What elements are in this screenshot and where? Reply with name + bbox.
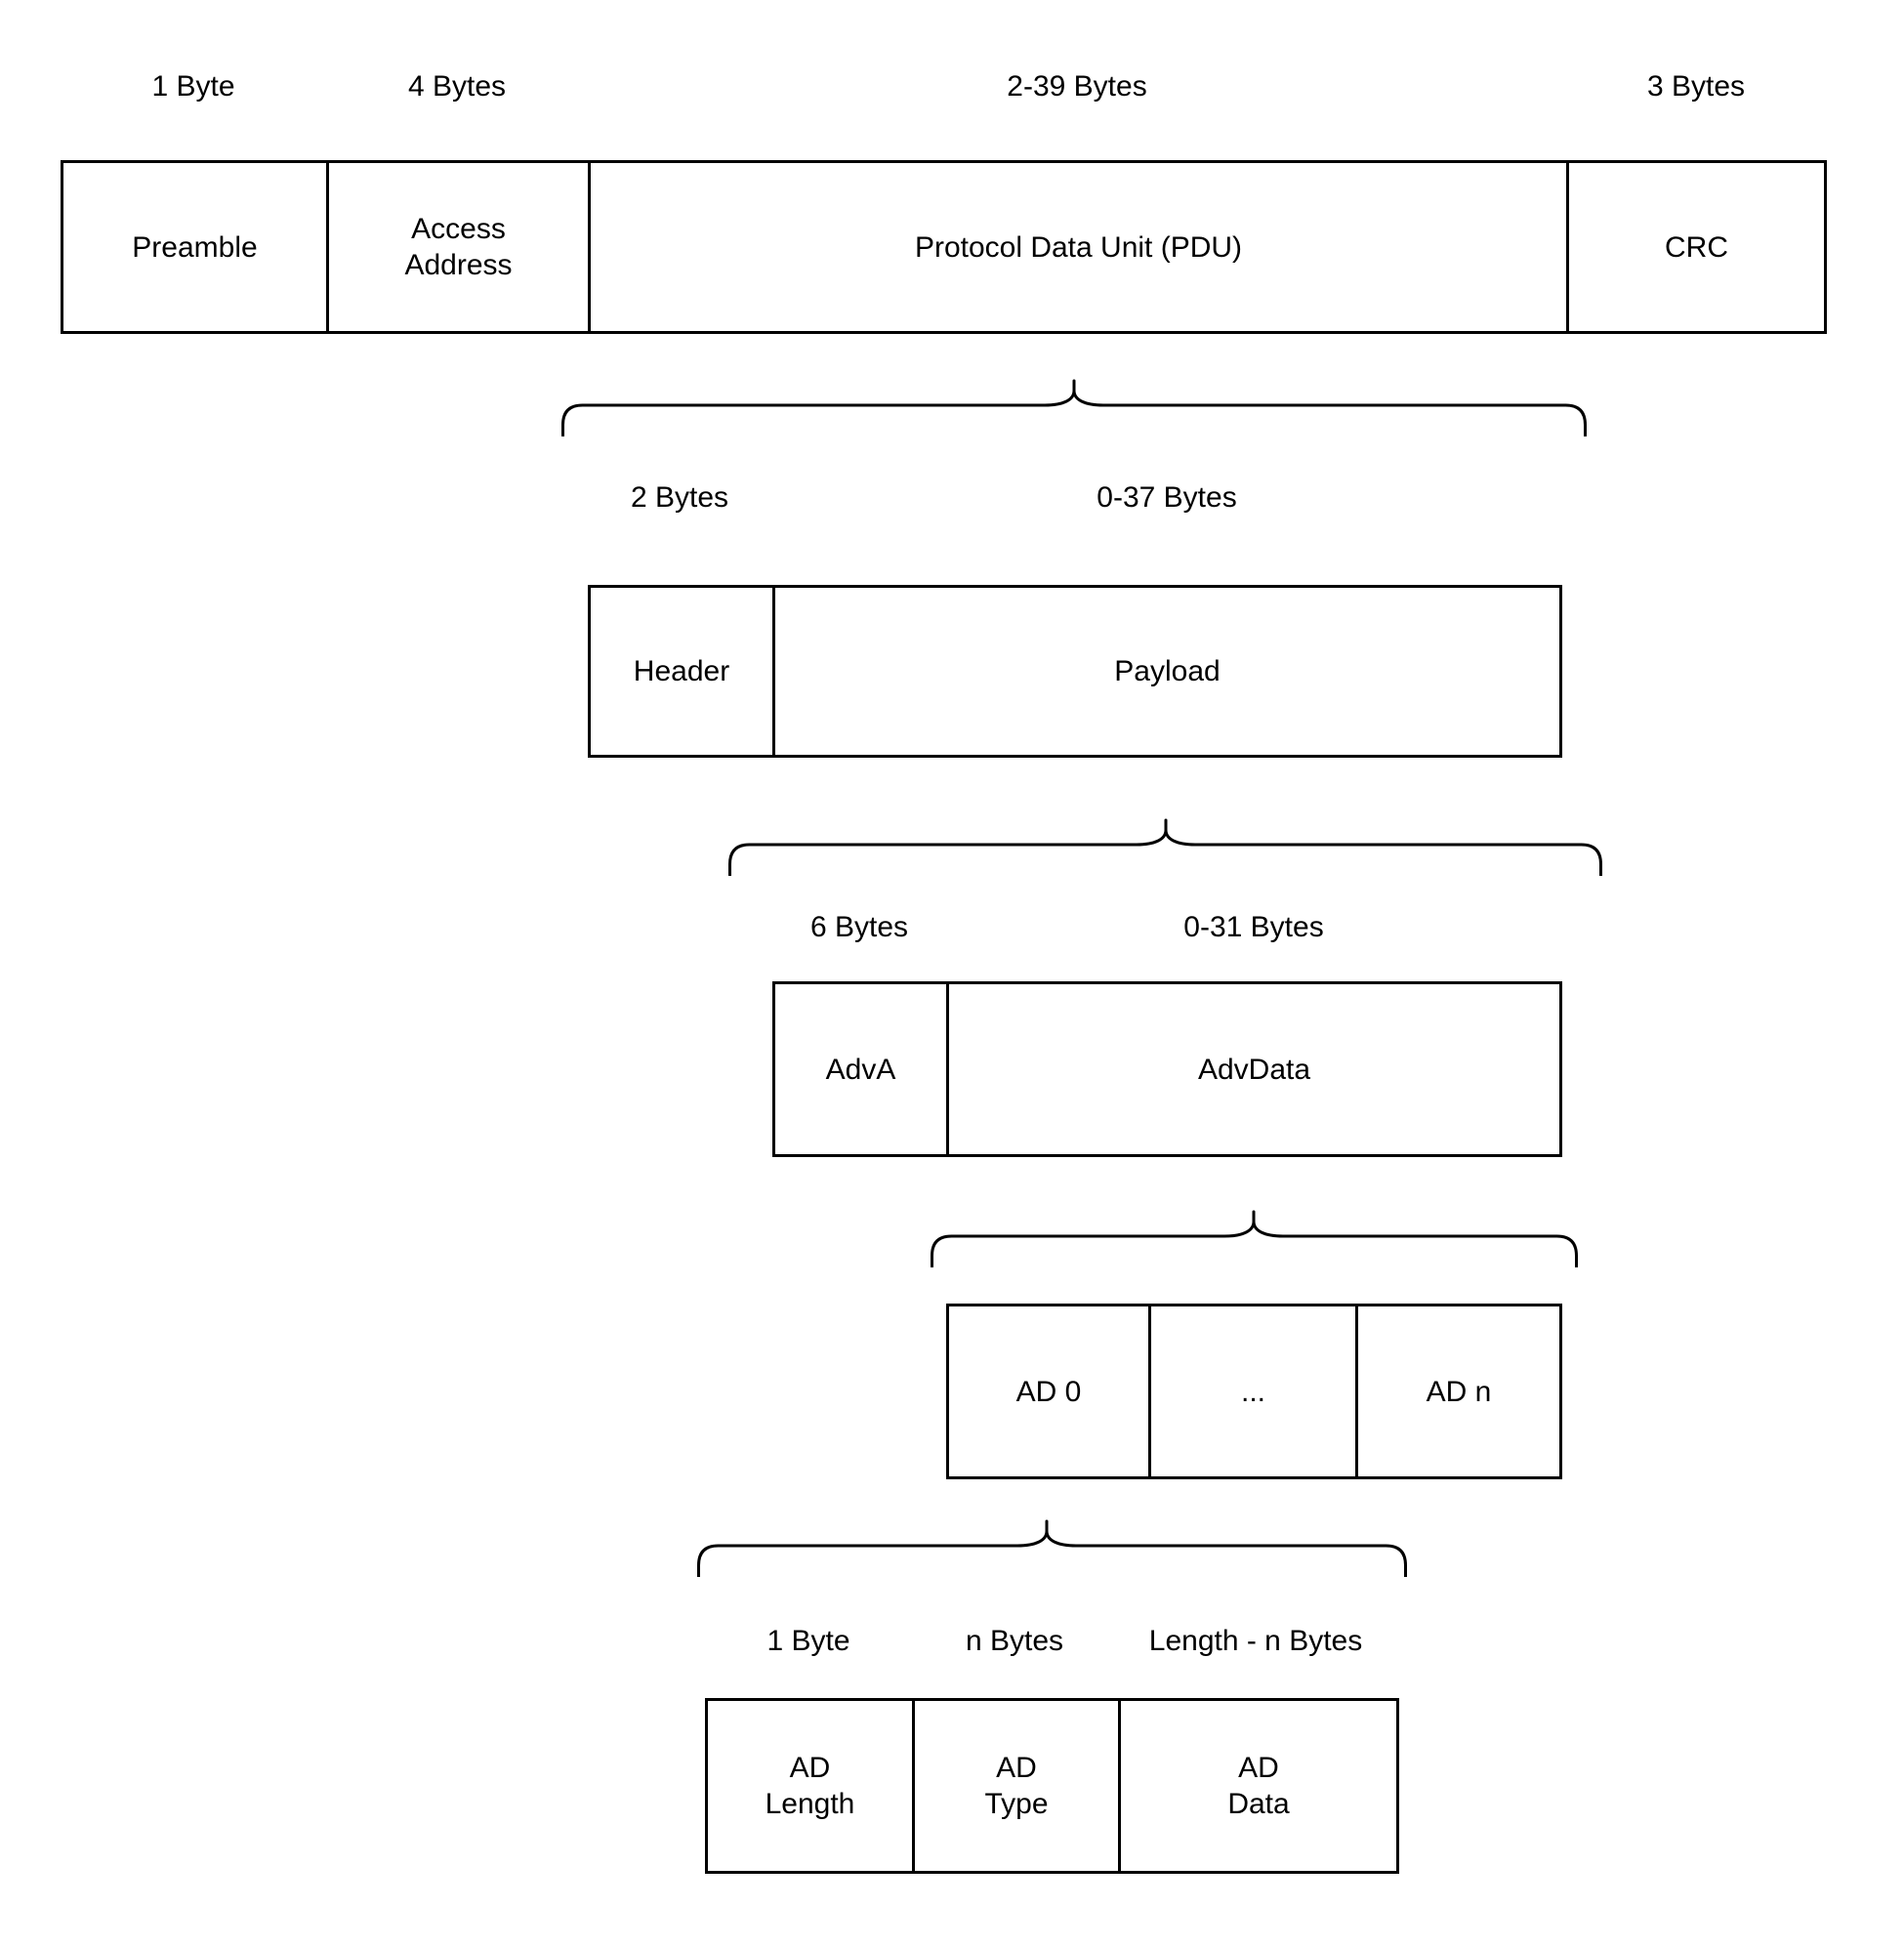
field-ad-data: AD Data: [1227, 1752, 1290, 1820]
field-ad0: AD 0: [949, 1306, 1151, 1476]
field-payload: Payload: [1114, 655, 1221, 687]
size-label-pdu: 2-39 Bytes: [1007, 70, 1147, 103]
field-crc: CRC: [1665, 230, 1728, 264]
size-label-ad-data: Length - n Bytes: [1148, 1625, 1363, 1657]
field-adva: AdvA: [775, 984, 949, 1154]
field-ad-length: AD Length: [708, 1701, 915, 1871]
payload-row: AdvA AdvData: [772, 981, 1562, 1157]
pdu-row: Header Payload: [588, 585, 1562, 758]
packet-row: Preamble Access Address Protocol Data Un…: [61, 160, 1827, 334]
ad-structure-row: AD Length AD Type AD Data: [705, 1698, 1399, 1874]
field-ad-more: ...: [1151, 1306, 1358, 1476]
size-label-ad-type: n Bytes: [965, 1625, 1064, 1657]
size-label-preamble: 1 Byte: [151, 70, 235, 103]
field-header: Header: [591, 588, 775, 755]
field-advdata: AdvData: [1197, 1053, 1311, 1086]
field-pdu: Protocol Data Unit (PDU): [591, 163, 1569, 331]
size-label-ad-length: 1 Byte: [766, 1625, 850, 1657]
field-preamble: Preamble: [63, 163, 329, 331]
size-label-crc: 3 Bytes: [1646, 70, 1746, 103]
size-label-payload: 0-37 Bytes: [1097, 481, 1237, 514]
size-label-adva: 6 Bytes: [809, 911, 909, 943]
advdata-brace: [931, 1210, 1578, 1267]
field-ad-type: AD Type: [915, 1701, 1121, 1871]
payload-brace: [728, 818, 1602, 876]
ad0-brace: [697, 1519, 1407, 1577]
size-label-header: 2 Bytes: [630, 481, 729, 514]
size-label-access-address: 4 Bytes: [407, 70, 507, 103]
size-label-advdata: 0-31 Bytes: [1183, 911, 1324, 943]
field-access-address: Access Address: [329, 163, 591, 331]
field-adn: AD n: [1426, 1375, 1492, 1408]
pdu-brace: [561, 379, 1587, 436]
advdata-row: AD 0 ... AD n: [946, 1304, 1562, 1479]
